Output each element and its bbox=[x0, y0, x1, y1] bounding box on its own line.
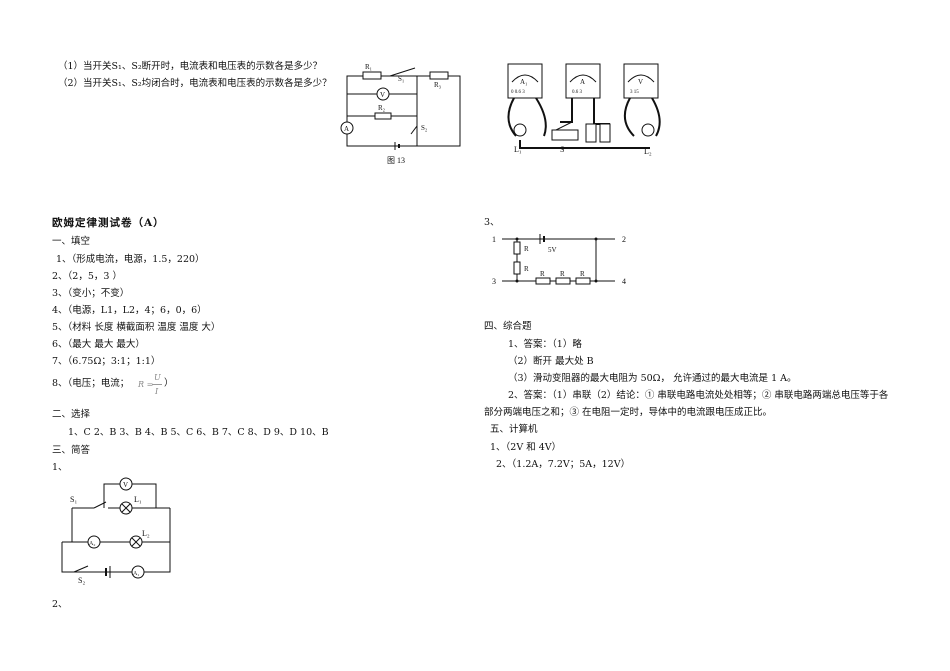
formula-numerator: U bbox=[154, 373, 161, 382]
circuit-S2-label: S₂ bbox=[78, 576, 85, 585]
fig13-R2-label: R₂ bbox=[378, 104, 386, 112]
question-2-text: （2）当开关S₁、S₂均闭合时，电流表和电压表的示数各是多少？ bbox=[58, 78, 332, 89]
circuit-A1-label: A₁ bbox=[133, 571, 139, 577]
fig13-R1-label: R₁ bbox=[365, 63, 372, 71]
fraction-bar bbox=[152, 384, 162, 385]
bulb-L1-label: L₁ bbox=[514, 145, 522, 154]
resistor-label: R bbox=[524, 265, 529, 273]
answer-1: 1、（形成电流，电源，1.5，220） bbox=[56, 254, 205, 265]
short-answer-circuit: V S₁ L₁ A₂ L₂ S₂ A₁ bbox=[61, 477, 171, 585]
circuit-L2-label: L₂ bbox=[142, 529, 150, 538]
circuit-V-label: V bbox=[123, 481, 128, 489]
meter-A1-label: A₁ bbox=[520, 78, 528, 86]
answer-8: 8、（电压；电流； bbox=[52, 379, 129, 389]
answer-8-prefix: 8、（电压；电流； bbox=[52, 378, 130, 389]
answer-2: 2、（2，5，3 ） bbox=[52, 271, 122, 282]
meter-1-scale: 0 0.6 3 bbox=[511, 90, 525, 95]
fig13-S1-label: S₁ bbox=[398, 75, 404, 83]
comprehensive-answer-1-part-3: （3）滑动变阻器的最大电阻为 50Ω， 允许通过的最大电流是 1 A。 bbox=[508, 373, 797, 384]
node-1: 1 bbox=[492, 235, 496, 244]
comprehensive-answer-1: 1、答案：（1）略 bbox=[508, 339, 582, 350]
section-1-heading: 一、填空 bbox=[52, 236, 91, 247]
comprehensive-answer-2-line-2: 部分两端电压之和；③ 在电阻一定时，导体中的电流跟电压成正比。 bbox=[484, 407, 773, 418]
meter-3-scale: 3 15 bbox=[630, 90, 639, 95]
calculation-answer-1: 1、（2V 和 4V） bbox=[490, 442, 562, 453]
figure-13-circuit: R₁ S₁ R₃ V R₂ S₂ A 图 13 bbox=[340, 63, 461, 165]
node-4: 4 bbox=[622, 277, 626, 286]
meter-V-label: V bbox=[638, 78, 643, 86]
bulb-L2-label: L₂ bbox=[644, 147, 652, 156]
answer-4: 4、（电源，L1，L2，4；6，0，6） bbox=[52, 305, 207, 316]
answer-5: 5、（材料 长度 横截面积 温度 温度 大） bbox=[52, 322, 221, 333]
formula-lhs: R = bbox=[138, 380, 154, 389]
fig13-A-label: A bbox=[344, 125, 349, 133]
meter-2-scale: 0.6 3 bbox=[572, 90, 583, 95]
circuit-S1-label: S₁ bbox=[70, 495, 77, 504]
node-2: 2 bbox=[622, 235, 626, 244]
answer-3: 3、（变小；不变） bbox=[52, 288, 130, 299]
formula-denominator: I bbox=[155, 387, 159, 396]
resistor-network-circuit: 1 2 3 4 5V R R R R R bbox=[492, 234, 626, 286]
resistor-label: R bbox=[560, 270, 565, 278]
short-answer-1: 1、 bbox=[52, 462, 68, 473]
node-3: 3 bbox=[492, 277, 496, 286]
circuit-A2-label: A₂ bbox=[89, 541, 95, 547]
item-3-label: 3、 bbox=[484, 217, 500, 228]
resistor-label: R bbox=[580, 270, 585, 278]
answer-6: 6、（最大 最大 最大） bbox=[52, 339, 145, 350]
fig13-V-label: V bbox=[380, 91, 385, 99]
section-3-heading: 三、简答 bbox=[52, 445, 91, 456]
comprehensive-answer-2-line-1: 2、答案：（1）串联（2）结论：① 串联电路电流处处相等；② 串联电路两端总电压… bbox=[508, 390, 889, 401]
choice-answers: 1、C 2、B 3、B 4、B 5、C 6、B 7、C 8、D 9、D 10、B bbox=[68, 427, 329, 438]
switch-S-label: S bbox=[560, 145, 564, 154]
figure-13-caption: 图 13 bbox=[387, 156, 405, 165]
answer-7: 7、（6.75Ω；3:1；1:1） bbox=[52, 356, 161, 367]
battery-label: 5V bbox=[548, 246, 557, 254]
section-5-heading: 五、计算机 bbox=[490, 424, 538, 435]
apparatus-diagram: A₁ A V 0 0.6 3 0.6 3 3 15 L₁ S L₂ bbox=[507, 63, 661, 156]
answer-8-suffix: ） bbox=[164, 378, 174, 389]
resistor-label: R bbox=[540, 270, 545, 278]
short-answer-2: 2、 bbox=[52, 599, 68, 610]
meter-A-label: A bbox=[580, 78, 585, 86]
section-2-heading: 二、选择 bbox=[52, 409, 91, 420]
test-title: 欧姆定律测试卷（A） bbox=[52, 217, 165, 229]
fig13-R3-label: R₃ bbox=[434, 81, 442, 89]
comprehensive-answer-1-part-2: （2）断开 最大处 B bbox=[508, 356, 594, 367]
calculation-answer-2: 2、（1.2A，7.2V；5A，12V） bbox=[496, 459, 631, 470]
fig13-S2-label: S₂ bbox=[421, 124, 428, 132]
section-4-heading: 四、综合题 bbox=[484, 321, 532, 332]
circuit-L1-label: L₁ bbox=[134, 495, 142, 504]
resistor-label: R bbox=[524, 245, 529, 253]
question-1-text: （1）当开关S₁、S₂断开时，电流表和电压表的示数各是多少？ bbox=[58, 61, 323, 72]
